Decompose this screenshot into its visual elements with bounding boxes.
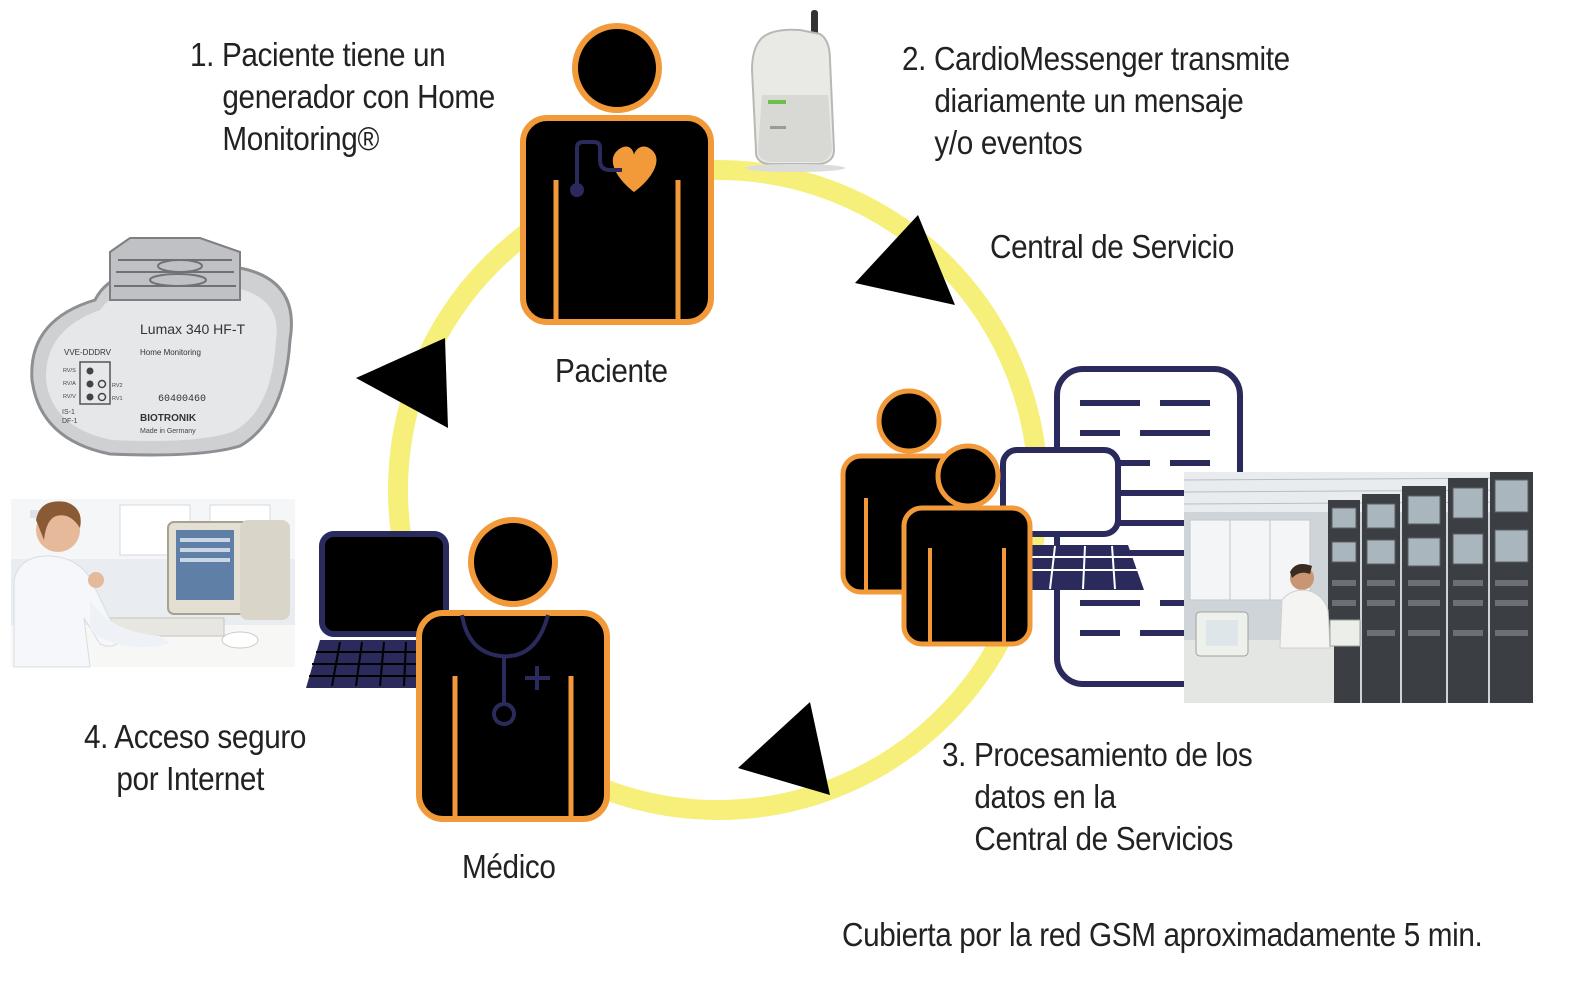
step-1-text: 1. Paciente tiene un generador con Home … bbox=[190, 34, 495, 160]
step-1-line-3: Monitoring® bbox=[222, 120, 379, 157]
medico-label: Médico bbox=[462, 848, 556, 885]
pacemaker-port-label-6: RV2 bbox=[112, 383, 123, 389]
step-2-line-2: diariamente un mensaje bbox=[934, 82, 1244, 119]
doctor-computer-photo bbox=[11, 499, 295, 668]
workstation-icon bbox=[1000, 447, 1144, 590]
pacemaker-mode-text: VVE-DDDRV bbox=[64, 348, 112, 357]
pacemaker-port-label-2: RV/A bbox=[63, 381, 76, 387]
step-1-line-2: generador con Home bbox=[222, 78, 495, 115]
step-3-line-2: datos en la bbox=[974, 778, 1116, 815]
pacemaker-device-image: Lumax 340 HF-T VVE-DDDRV Home Monitoring… bbox=[30, 237, 293, 457]
pacemaker-port-label-3: RV/V bbox=[63, 394, 76, 400]
pacemaker-serial-text: 60400460 bbox=[158, 394, 206, 405]
pacemaker-feature-text: Home Monitoring bbox=[140, 348, 201, 357]
stethoscope-icon bbox=[460, 614, 550, 705]
pacemaker-port-label-4: IS-1 bbox=[62, 409, 75, 416]
pacemaker-port-label-7: RV1 bbox=[112, 396, 123, 402]
service-center-figures bbox=[840, 366, 1243, 687]
cycle-arrow-bottom-right bbox=[738, 702, 830, 795]
step-3-line-1: 3. Procesamiento de los bbox=[942, 736, 1253, 773]
step-2-text: 2. CardioMessenger transmite diariamente… bbox=[902, 38, 1290, 164]
pacemaker-port-label-5: DF-1 bbox=[62, 418, 78, 425]
step-2-line-1: 2. CardioMessenger transmite bbox=[902, 40, 1290, 77]
step-3-text: 3. Procesamiento de los datos en la Cent… bbox=[942, 734, 1253, 860]
pacemaker-port-label-1: RV/S bbox=[63, 368, 76, 374]
pacemaker-origin-text: Made in Germany bbox=[140, 428, 196, 435]
medical-cross-icon bbox=[525, 666, 550, 690]
cycle-arrow-left bbox=[356, 338, 448, 428]
heart-icon bbox=[612, 146, 657, 192]
pacemaker-model-text: Lumax 340 HF-T bbox=[140, 321, 245, 337]
gsm-coverage-footer: Cubierta por la red GSM aproximadamente … bbox=[842, 916, 1483, 953]
monitoring-room-photo bbox=[1183, 472, 1534, 703]
central-de-servicio-label: Central de Servicio bbox=[990, 228, 1235, 265]
step-4-line-1: 4. Acceso seguro bbox=[84, 718, 307, 755]
paciente-label: Paciente bbox=[555, 352, 668, 389]
cycle-arrow-top-right bbox=[855, 215, 955, 305]
step-1-line-1: 1. Paciente tiene un bbox=[190, 36, 446, 73]
step-3-line-3: Central de Servicios bbox=[974, 820, 1233, 857]
step-4-line-2: por Internet bbox=[116, 760, 264, 797]
medico-figure bbox=[306, 517, 610, 822]
pacemaker-brand-text: BIOTRONIK bbox=[140, 413, 197, 424]
step-4-text: 4. Acceso seguro por Internet bbox=[84, 716, 306, 800]
step-2-line-3: y/o eventos bbox=[934, 124, 1083, 161]
paciente-figure bbox=[520, 23, 714, 325]
cardiomessenger-device-image bbox=[745, 10, 845, 172]
